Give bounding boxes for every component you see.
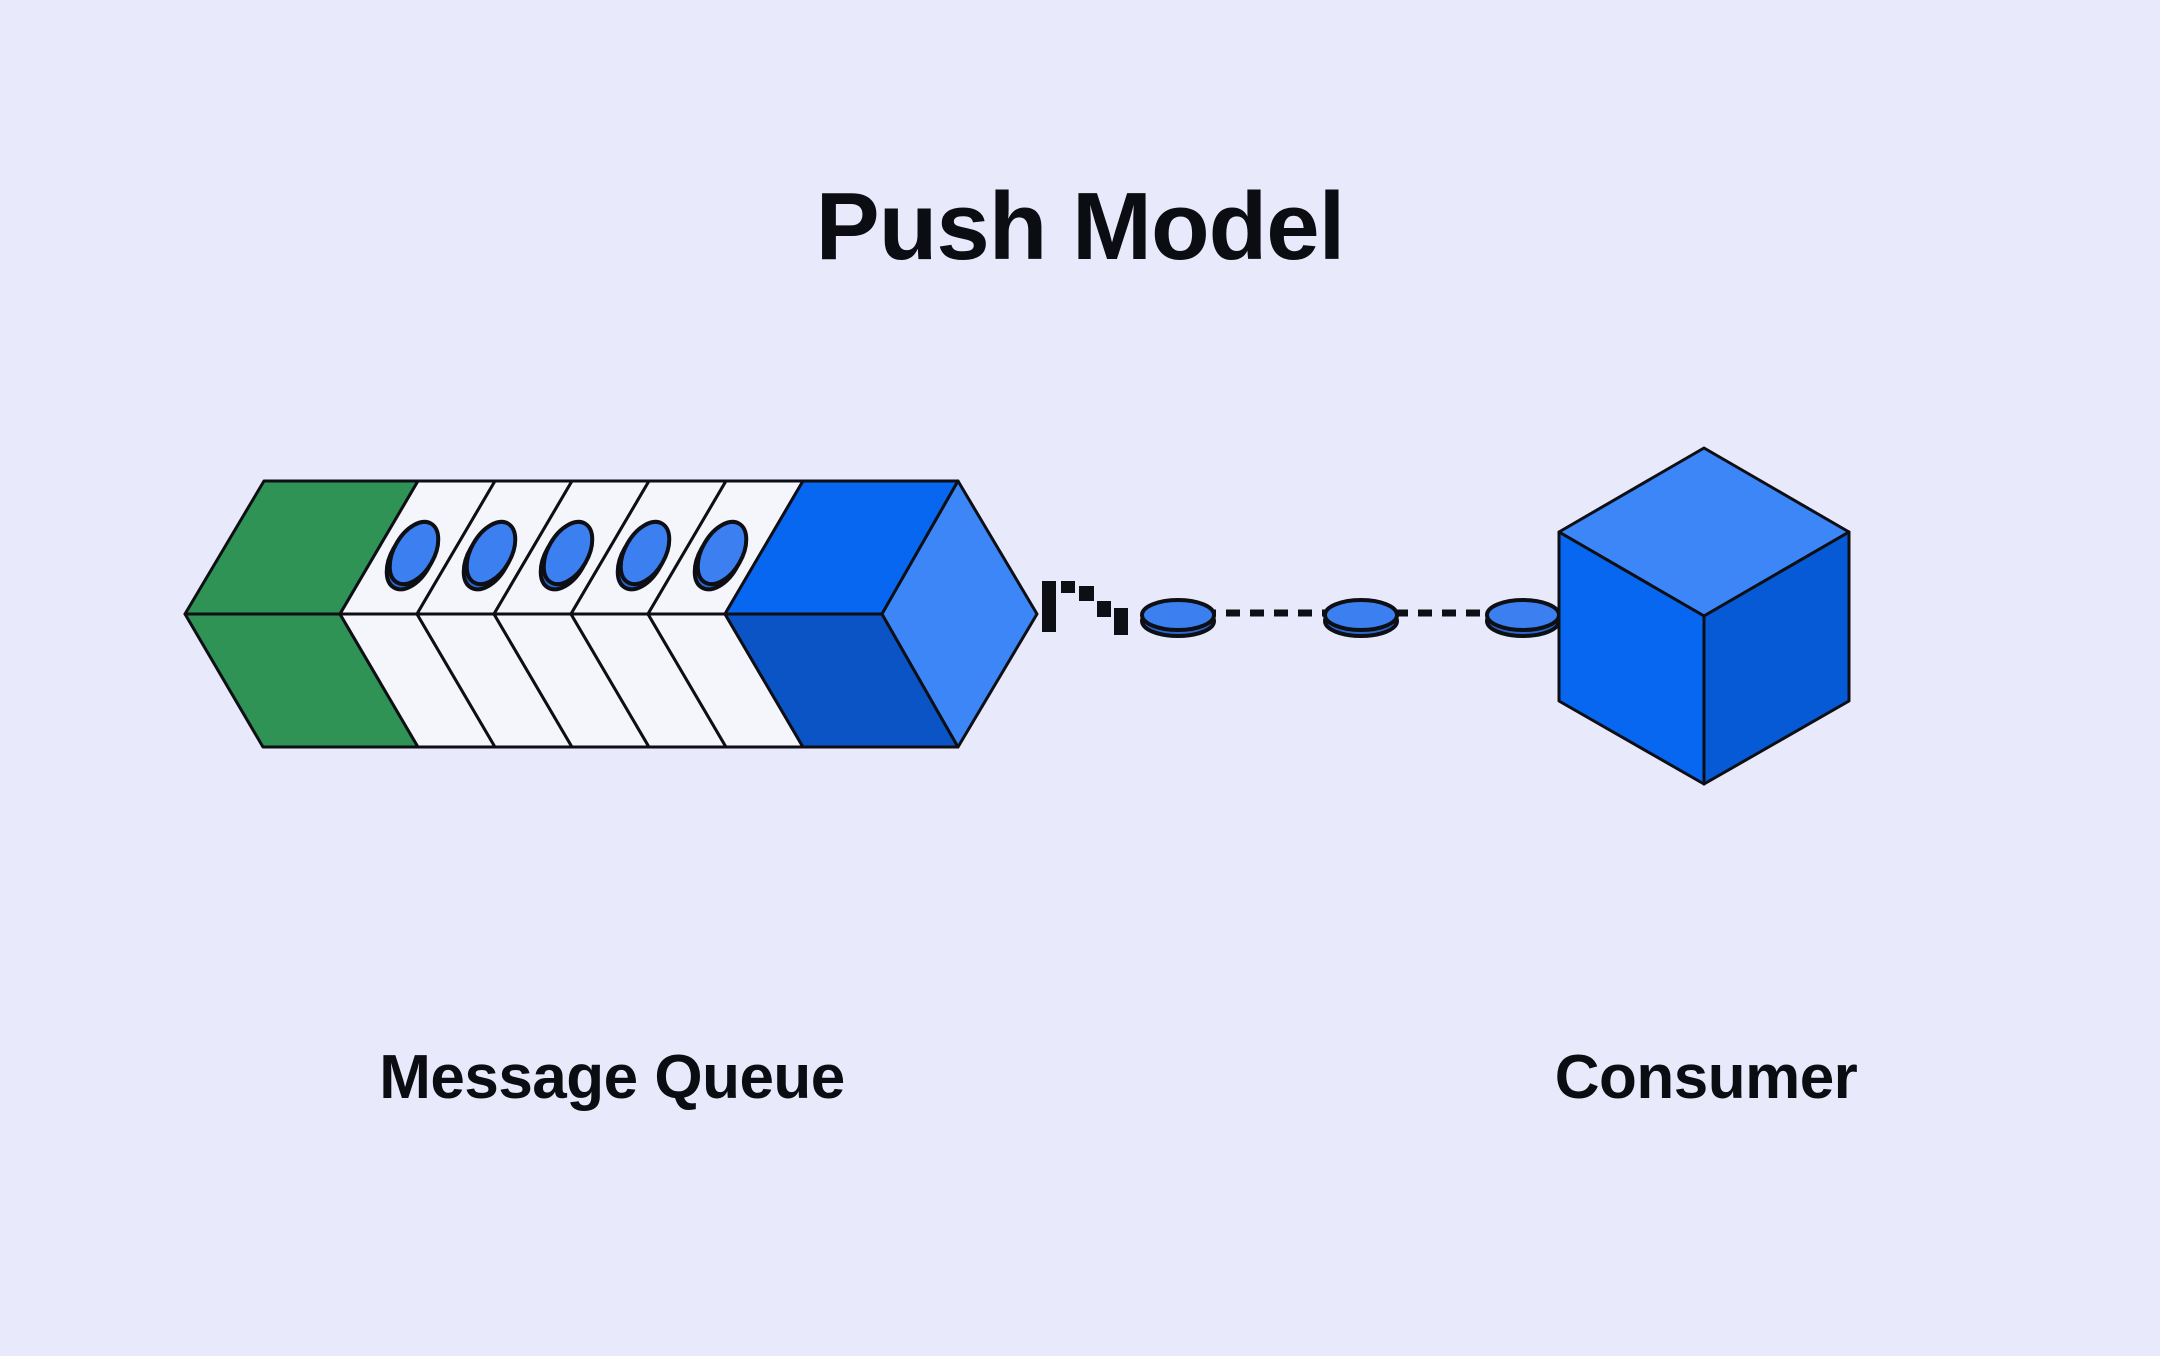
message-disc-icon (1140, 598, 1216, 632)
pixel-square (1061, 581, 1075, 593)
queued-message-disc (615, 519, 672, 592)
message-disc-icon (1323, 598, 1399, 632)
consumer-cube-right-face (1702, 530, 1851, 786)
pixel-bar-small (1114, 608, 1128, 635)
diagram-title: Push Model (815, 173, 1346, 280)
queued-message-disc (461, 519, 518, 592)
message-disc-icon (695, 519, 749, 587)
message-disc-icon (1485, 598, 1561, 632)
pixel-bar (1042, 581, 1056, 632)
message-queue-label: Message Queue (379, 1043, 845, 1112)
consumer-cube-graphic (1557, 446, 1851, 786)
queued-message-disc (538, 519, 595, 592)
message-disc-icon (618, 519, 672, 587)
in-flight-message-disc (1485, 598, 1561, 638)
queued-message-disc (384, 519, 441, 592)
pixel-square (1097, 601, 1111, 617)
queue-tail-end-face (880, 479, 1039, 749)
in-flight-message-disc (1323, 598, 1399, 638)
in-flight-messages (1140, 598, 1561, 638)
message-disc-icon (387, 519, 441, 587)
message-disc-icon (541, 519, 595, 587)
diagram-shapes (183, 446, 1851, 786)
pixel-steps-icon (1042, 581, 1128, 635)
pixel-square (1079, 586, 1094, 601)
message-disc-icon (464, 519, 518, 587)
consumer-label: Consumer (1554, 1043, 1858, 1112)
message-queue-graphic (183, 479, 1039, 749)
queued-message-disc (692, 519, 749, 592)
in-flight-message-disc (1140, 598, 1216, 638)
